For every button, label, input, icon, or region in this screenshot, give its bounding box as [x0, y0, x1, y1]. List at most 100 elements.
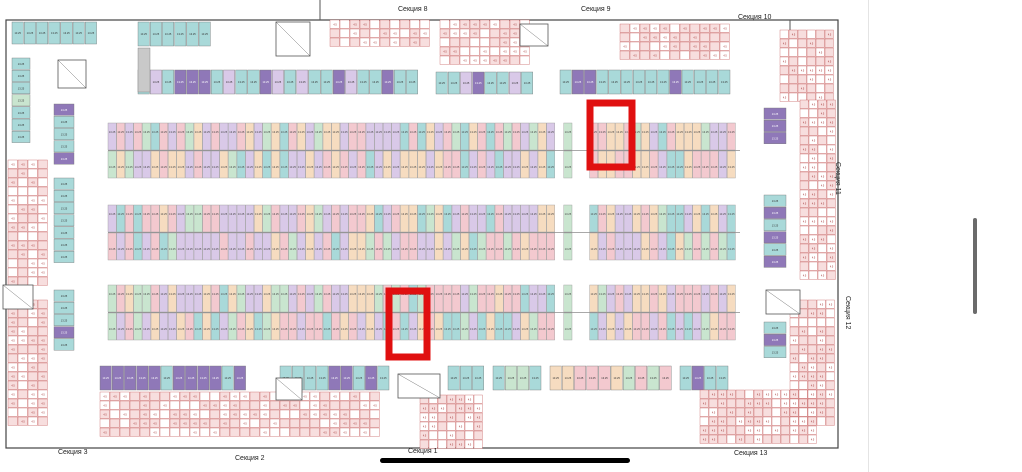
storage-room: [473, 430, 483, 440]
storage-room: [619, 23, 630, 33]
parking-space: [137, 21, 150, 47]
storage-room-label: 4.5: [243, 396, 247, 399]
parking-space-label: 13.25: [418, 165, 425, 169]
parking-space: [340, 150, 349, 179]
parking-space-label: 13.25: [461, 327, 468, 331]
storage-room-label: 4.5: [643, 37, 647, 40]
parking-space: [391, 122, 401, 151]
parking-space-label: 13.25: [262, 80, 269, 84]
storage-room: [799, 252, 809, 262]
storage-room: [825, 326, 835, 336]
storage-room: [799, 189, 809, 199]
parking-space-label: 13.25: [524, 81, 531, 85]
parking-space: [210, 232, 220, 261]
storage-room-label: 4.5: [812, 239, 816, 242]
parking-space: [297, 232, 306, 261]
storage-room-label: 4.5: [441, 408, 445, 411]
scrollbar-thumb[interactable]: [973, 218, 977, 314]
side-panel: [868, 0, 1022, 472]
parking-space: [451, 232, 461, 261]
parking-space: [320, 69, 333, 95]
storage-room-label: 4.5: [173, 414, 177, 417]
storage-room: [359, 19, 370, 29]
storage-room: [797, 65, 807, 75]
storage-room: [7, 168, 18, 178]
storage-room: [27, 398, 38, 408]
parking-space: [348, 232, 358, 261]
parking-space-label: 13.25: [427, 327, 434, 331]
parking-space: [228, 232, 237, 261]
parking-space: [563, 204, 573, 233]
parking-space: [400, 122, 409, 151]
storage-room: [788, 92, 798, 102]
parking-space-label: 13.25: [332, 327, 339, 331]
parking-space: [598, 204, 607, 233]
storage-room: [825, 335, 835, 345]
storage-room-label: 4.5: [393, 42, 397, 45]
parking-space-label: 13.25: [214, 80, 221, 84]
storage-room-label: 4.5: [830, 104, 834, 107]
home-indicator[interactable]: [380, 458, 630, 463]
storage-room: [807, 344, 817, 354]
storage-room-label: 4.5: [793, 376, 797, 379]
storage-room: [149, 391, 160, 401]
storage-room: [249, 400, 260, 410]
storage-room: [27, 267, 38, 277]
storage-room-label: 4.5: [673, 37, 677, 40]
storage-room-label: 4.5: [483, 24, 487, 27]
parking-space: [53, 302, 75, 314]
storage-room: [509, 19, 520, 29]
parking-space: [271, 232, 280, 261]
parking-space: [460, 284, 470, 313]
parking-space-label: 13.25: [547, 292, 554, 296]
parking-space-label: 13.25: [324, 165, 331, 169]
parking-space: [623, 232, 633, 261]
parking-space-label: 13.25: [642, 327, 649, 331]
parking-space-label: 13.25: [117, 247, 124, 251]
parking-space-label: 13.25: [186, 212, 193, 216]
parking-space: [589, 204, 598, 233]
storage-room: [817, 207, 827, 217]
parking-space-label: 13.25: [238, 130, 245, 134]
storage-room: [816, 299, 826, 309]
storage-room: [817, 243, 827, 253]
storage-room-label: 4.5: [31, 394, 35, 397]
storage-room: [808, 252, 818, 262]
storage-room: [726, 434, 736, 444]
storage-room-label: 4.5: [11, 367, 15, 370]
storage-room-label: 4.5: [643, 28, 647, 31]
storage-room: [826, 216, 836, 226]
parking-space: [377, 365, 390, 391]
parking-space-label: 13.25: [341, 165, 348, 169]
storage-room: [649, 41, 660, 51]
storage-room: [99, 400, 110, 410]
parking-space: [279, 232, 289, 261]
storage-room-label: 4.5: [459, 399, 463, 402]
storage-room-label: 4.5: [821, 104, 825, 107]
parking-space: [718, 232, 727, 261]
parking-space-label: 13.25: [14, 31, 21, 35]
storage-room-label: 4.5: [353, 396, 357, 399]
storage-room: [679, 32, 690, 42]
parking-space: [529, 284, 538, 313]
parking-space-label: 13.25: [444, 247, 451, 251]
storage-room-label: 4.5: [41, 313, 45, 316]
parking-space-label: 13.25: [453, 247, 460, 251]
parking-space: [434, 312, 444, 341]
storage-room: [824, 65, 834, 75]
storage-room-label: 4.5: [323, 432, 327, 435]
parking-space-label: 13.25: [461, 247, 468, 251]
parking-space-label: 13.25: [651, 130, 658, 134]
parking-space-label: 13.25: [135, 247, 142, 251]
parking-space-label: 13.25: [61, 206, 68, 210]
storage-room-label: 4.5: [333, 24, 337, 27]
parking-space-label: 13.25: [272, 247, 279, 251]
parking-space: [408, 204, 418, 233]
storage-room: [37, 222, 48, 232]
parking-space-label: 13.25: [444, 130, 451, 134]
storage-room: [789, 353, 799, 363]
storage-room-label: 4.5: [153, 432, 157, 435]
storage-room: [826, 117, 836, 127]
storage-room: [717, 398, 727, 408]
storage-room: [817, 216, 827, 226]
